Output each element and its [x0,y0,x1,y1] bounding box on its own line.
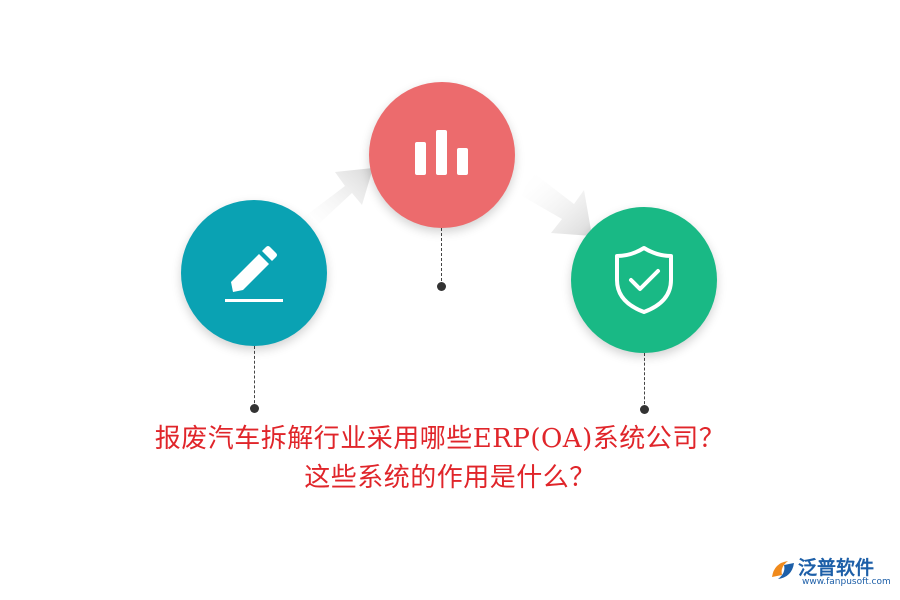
headline-line-1: 报废汽车拆解行业采用哪些ERP(OA)系统公司？ [154,424,726,454]
shield-check-icon [615,246,673,314]
logo-url: www.fanpusoft.com [802,577,891,587]
bar-chart-icon [415,130,468,175]
connector-dot [250,404,259,413]
connector-line [644,353,645,409]
pencil-edit-icon [225,246,283,302]
brand-logo: 泛普软件 www.fanpusoft.com [768,553,893,593]
headline-line-2: 这些系统的作用是什么？ [304,463,596,493]
step-circle-shield [571,207,717,353]
connector-dot [437,282,446,291]
connector-line [441,228,442,286]
connector-line [254,346,255,408]
logo-mark-icon [772,561,794,579]
step-circle-edit [181,200,327,346]
logo-name: 泛普软件 [798,557,875,579]
step-circle-chart [369,82,515,228]
connector-dot [640,405,649,414]
